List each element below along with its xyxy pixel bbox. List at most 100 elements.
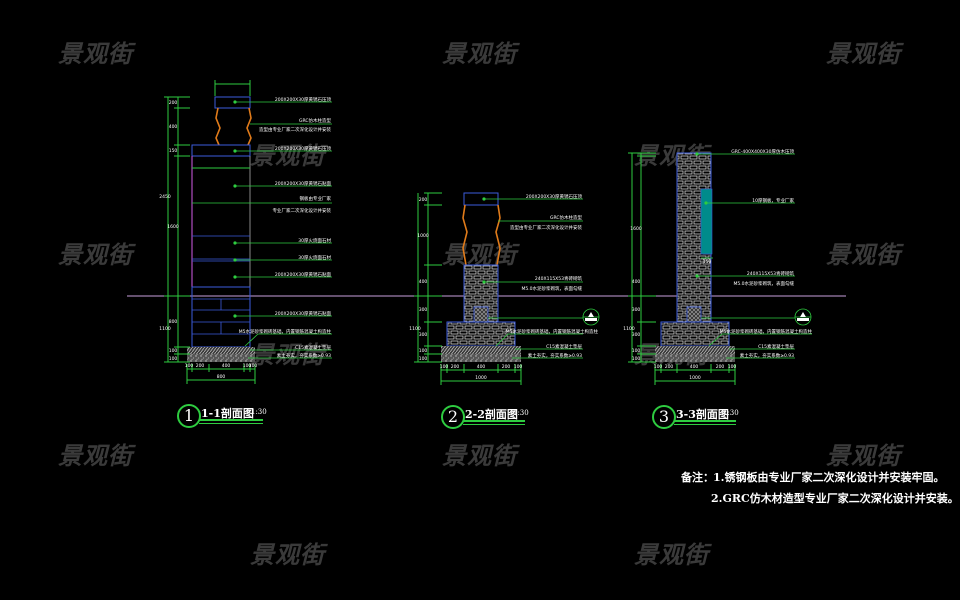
dim-label: 100 (419, 356, 428, 362)
callout-label: M5水泥砂浆砌砖基础，内置钢筋混凝土构造柱 (506, 328, 599, 335)
callout-label: GRC-400X400X30厚仿木压顶 (731, 148, 794, 155)
callout-label: 30厚火烧面石材 (298, 254, 331, 261)
note-item: 1.锈钢板由专业厂家二次深化设计并安装牢固。 (713, 471, 945, 484)
callout-label: 30厚火烧面石材 (298, 237, 331, 244)
dim-label: 100 (654, 364, 663, 370)
watermark: 景观街 (250, 341, 325, 369)
callout-label: M5.0水泥砂浆砌筑，表面勾缝 (733, 280, 794, 287)
section-title-text: 2-2剖面图 (465, 408, 518, 421)
cap-top (214, 96, 251, 109)
dim-label: 2450 (159, 194, 171, 200)
section-3-dims: 1600 400 300 300 100 100 1100 100 200 40… (623, 226, 736, 381)
footing-gravel (187, 354, 255, 362)
dim-label: 150 (169, 148, 178, 154)
section-number: 2 (441, 405, 465, 429)
dim-label: 1100 (409, 326, 421, 332)
callout-label: 素土夯实，夯实系数≥0.93 (528, 352, 582, 359)
callout-label: 素土夯实，夯实系数≥0.93 (740, 352, 794, 359)
dim-label: 200 (716, 364, 725, 370)
dim-label: 300 (419, 332, 428, 338)
dim-label: 100 (243, 363, 252, 369)
panel-dim-label: 150 (703, 259, 712, 265)
watermark: 景观街 (634, 541, 709, 569)
callout-label: GRC仿木柱造型 (550, 214, 583, 221)
section-scale: 1:30 (723, 409, 739, 417)
section-number: 3 (652, 405, 676, 429)
section-2-drawing: 200X200X30厚黄锈石压顶 GRC仿木柱造型 造型由专业厂家二次深化设计并… (409, 192, 600, 385)
callout-label: 200X200X30厚黄锈石压顶 (526, 193, 583, 200)
callout-label: M5水泥砂浆砌砖基础，内置钢筋混凝土构造柱 (720, 328, 813, 335)
grc-post-right (246, 107, 252, 146)
callout-label: C15素混凝土垫层 (758, 343, 794, 350)
callout-label: 专业厂家二次深化设计并安装 (273, 207, 332, 214)
dim-label: 300 (419, 307, 428, 313)
brick-footing (446, 321, 516, 347)
notes-label: 备注： (681, 471, 714, 484)
grc-post-left (215, 107, 221, 146)
callout-label: 200X200X30厚黄锈石贴面 (275, 180, 332, 187)
callout-label: 200X200X30厚黄锈石贴面 (275, 271, 332, 278)
section-1-drawing: 200X200X30厚黄锈石压顶 GRC仿木柱造型 造型由专业厂家二次深化设计并… (159, 80, 332, 384)
dim-label: 100 (169, 348, 178, 354)
section-1-dims: 200 400 150 1600 800 100 100 2450 1100 1… (159, 100, 257, 380)
dim-label: 1000 (475, 375, 487, 381)
section-title-text: 1-1剖面图 (201, 407, 254, 420)
section-scale: 1:30 (513, 409, 529, 417)
cap-middle (191, 144, 251, 157)
steel-panel (700, 188, 713, 255)
callout-label: C15素混凝土垫层 (295, 344, 331, 351)
dim-label: 1100 (623, 326, 635, 332)
callout-label: 钢板由专业厂家 (300, 195, 332, 202)
callout-label: C15素混凝土垫层 (546, 343, 582, 350)
watermark: 景观街 (442, 40, 517, 68)
watermark: 景观街 (58, 40, 133, 68)
dim-label: 100 (169, 356, 178, 362)
grade-symbol-3 (794, 308, 812, 326)
dim-label: 400 (419, 279, 428, 285)
callout-label: 200X200X30厚黄锈石压顶 (275, 145, 332, 152)
section-3-callouts: GRC-400X400X30厚仿木压顶 10厚钢板，专业厂家 240X115X5… (703, 148, 813, 359)
dim-label: 400 (169, 124, 178, 130)
dim-label: 200 (169, 100, 178, 106)
callout-label: 240X115X53青砖砌筑 (535, 275, 583, 282)
dim-label: 400 (690, 364, 699, 370)
callout-label: 240X115X53青砖砌筑 (747, 270, 795, 277)
dim-label: 1100 (159, 326, 171, 332)
dim-label: 1000 (417, 233, 429, 239)
watermark: 景观街 (58, 241, 133, 269)
watermark: 景观街 (250, 142, 325, 170)
watermark: 景观街 (442, 442, 517, 470)
dim-label: 300 (632, 307, 641, 313)
dim-label: 800 (169, 319, 178, 325)
dim-label: 100 (249, 363, 258, 369)
dim-label: 100 (419, 348, 428, 354)
dim-label: 100 (514, 364, 523, 370)
note-item: 2.GRC仿木材造型专业厂家二次深化设计并安装。 (711, 492, 959, 505)
dim-label: 400 (477, 364, 486, 370)
dim-label: 800 (217, 374, 226, 380)
dim-label: 200 (502, 364, 511, 370)
section-title-text: 3-3剖面图 (676, 408, 729, 421)
section-2-dims: 200 1000 400 300 300 100 100 1100 100 20… (409, 197, 522, 381)
grade-symbol-2 (582, 308, 600, 326)
watermark: 景观街 (826, 40, 901, 68)
callout-label: M5.0水泥砂浆砌筑，表面勾缝 (521, 285, 582, 292)
footing-concrete (187, 347, 255, 354)
rebar-core (686, 306, 702, 323)
watermark: 景观街 (250, 541, 325, 569)
dim-label: 100 (632, 356, 641, 362)
section-1-callouts: 200X200X30厚黄锈石压顶 GRC仿木柱造型 造型由专业厂家二次深化设计并… (239, 96, 332, 359)
dim-label: 100 (728, 364, 737, 370)
section-3-drawing: GRC-400X400X30厚仿木压顶 10厚钢板，专业厂家 240X115X5… (623, 148, 812, 385)
dim-label: 200 (451, 364, 460, 370)
section-scale: 1:30 (251, 408, 267, 416)
dim-label: 400 (632, 279, 641, 285)
callout-label: 素土夯实，夯实系数≥0.93 (277, 352, 331, 359)
dim-label: 100 (185, 363, 194, 369)
callout-label: 200X200X30厚黄锈石贴面 (275, 310, 332, 317)
watermark: 景观街 (442, 241, 517, 269)
callout-label: 200X200X30厚黄锈石压顶 (275, 96, 332, 103)
section-2-callouts: 200X200X30厚黄锈石压顶 GRC仿木柱造型 造型由专业厂家二次深化设计并… (506, 193, 599, 359)
callout-label: M5水泥砂浆砌砖基础，内置钢筋混凝土构造柱 (239, 328, 332, 335)
